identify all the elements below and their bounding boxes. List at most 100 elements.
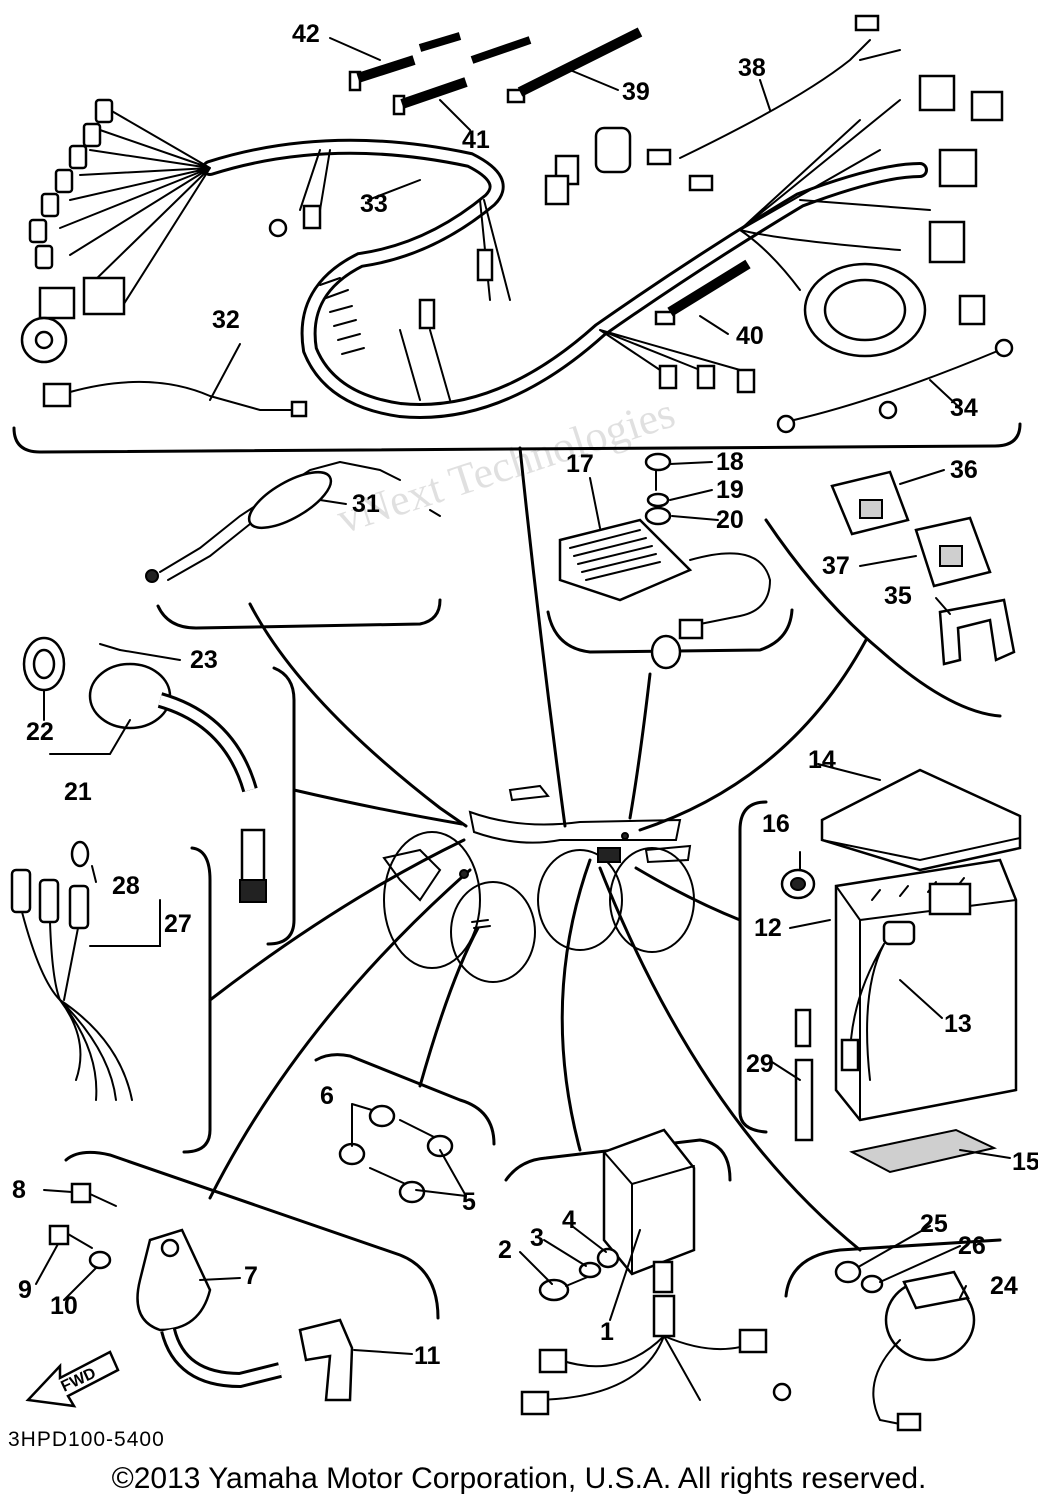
group-bracket-fuel-sender [156,598,442,630]
callout-1: 1 [600,1318,614,1346]
part-6-washer [338,1104,396,1166]
drawing-code: 3HPD100-5400 [8,1428,165,1451]
callout-leaders [35,37,1011,1355]
group-bracket-bolts [314,1053,496,1146]
callout-21: 21 [64,778,92,806]
part-29-breather-pipe [794,1008,814,1142]
callout-22: 22 [26,718,54,746]
part-33-wire-harness [20,74,1004,419]
part-32-lead-wire [42,380,308,418]
part-10-washer [88,1250,112,1270]
part-28-bulb [70,840,90,868]
callout-8: 8 [12,1176,26,1204]
callout-32: 32 [212,306,240,334]
callout-35: 35 [884,582,912,610]
leader-line-couplers [638,638,868,832]
callout-2: 2 [498,1236,512,1264]
part-4-collar [596,1247,620,1269]
callout-16: 16 [762,810,790,838]
callout-17: 17 [566,450,594,478]
callout-33: 33 [360,190,388,218]
callout-36: 36 [950,456,978,484]
part-38-lead-wire [646,14,901,192]
part-35-coupler-cover [938,598,1016,666]
leader-line-fuel-sender [248,602,468,828]
part-7-ignition-coil [136,1228,282,1389]
callout-41: 41 [462,126,490,154]
callout-18: 18 [716,448,744,476]
callout-28: 28 [112,872,140,900]
leader-line-cdi [560,858,592,1152]
callout-6: 6 [320,1082,334,1110]
callout-7: 7 [244,1262,258,1290]
part-42-band [348,32,532,92]
part-27-indicator-light-assy [10,868,133,1101]
part-8-bolt [70,1182,117,1207]
part-26-washer [860,1274,884,1294]
part-14-battery-box-cover [820,768,1022,872]
callout-9: 9 [18,1276,32,1304]
part-24-starter-relay [872,1270,976,1432]
group-bracket-wire-harness [12,422,1022,454]
callout-34: 34 [950,394,978,422]
part-12-battery [834,858,1018,1122]
callout-26: 26 [958,1232,986,1260]
callout-10: 10 [50,1292,78,1320]
leader-line-ignition-coil [208,868,472,1200]
part-39-cable-tie [506,27,643,104]
callout-39: 39 [622,78,650,106]
part-17-rectifier-regulator [558,518,772,670]
callout-29: 29 [746,1050,774,1078]
callout-37: 37 [822,552,850,580]
part-40-cable-tie [654,259,751,326]
callout-24: 24 [990,1272,1018,1300]
group-bracket-couplers [764,518,1002,718]
leader-line-starter-relay [598,866,862,1252]
callout-19: 19 [716,476,744,504]
part-36-coupler-cover [830,470,910,536]
callout-3: 3 [530,1224,544,1252]
leader-line-battery [634,866,742,922]
part-41-band [392,77,468,116]
part-9-bolt [48,1224,93,1249]
part-13-battery-band [840,943,885,1081]
part-18-bolt [644,452,672,491]
callout-11: 11 [414,1342,441,1370]
group-bracket-main-switch [266,666,296,946]
callout-31: 31 [352,490,380,518]
part-20-collar [644,506,672,526]
group-bracket-battery [738,800,768,1134]
part-16-damper [780,868,816,900]
fwd-direction-arrow: FWD [25,1350,120,1408]
part-21-main-switch [88,662,267,903]
part-5-bolt [369,1119,454,1204]
part-1-cdi-unit [520,1128,792,1416]
part-31-fuel-sender-assy [145,461,441,583]
part-15-battery-pad [849,1128,998,1174]
part-19-washer [646,492,670,508]
callout-25: 25 [920,1210,948,1238]
callout-15: 15 [1012,1148,1038,1176]
callout-13: 13 [944,1010,972,1038]
part-2-screw [538,1275,591,1302]
copyright-notice: ©2013 Yamaha Motor Corporation, U.S.A. A… [111,1462,927,1495]
leader-line-main-switch [292,788,464,826]
leader-line-indicator-lights [208,838,466,1002]
group-bracket-regulator [546,608,794,654]
group-bracket-starter-relay [784,1238,1002,1298]
callout-12: 12 [754,914,782,942]
callout-38: 38 [738,54,766,82]
leader-line-bolts [418,926,480,1088]
part-11-spark-plug-cap [298,1318,354,1402]
part-22-main-switch-nut [22,636,66,692]
part-25-nut [834,1260,862,1284]
group-bracket-ignition-coil [64,1150,440,1320]
callout-14: 14 [808,746,836,774]
callout-5: 5 [462,1188,476,1216]
callout-27: 27 [164,910,192,938]
callout-23: 23 [190,646,218,674]
leader-line-regulator [628,672,652,820]
callout-42: 42 [292,20,320,48]
part-34-earth-lead [776,338,1014,434]
